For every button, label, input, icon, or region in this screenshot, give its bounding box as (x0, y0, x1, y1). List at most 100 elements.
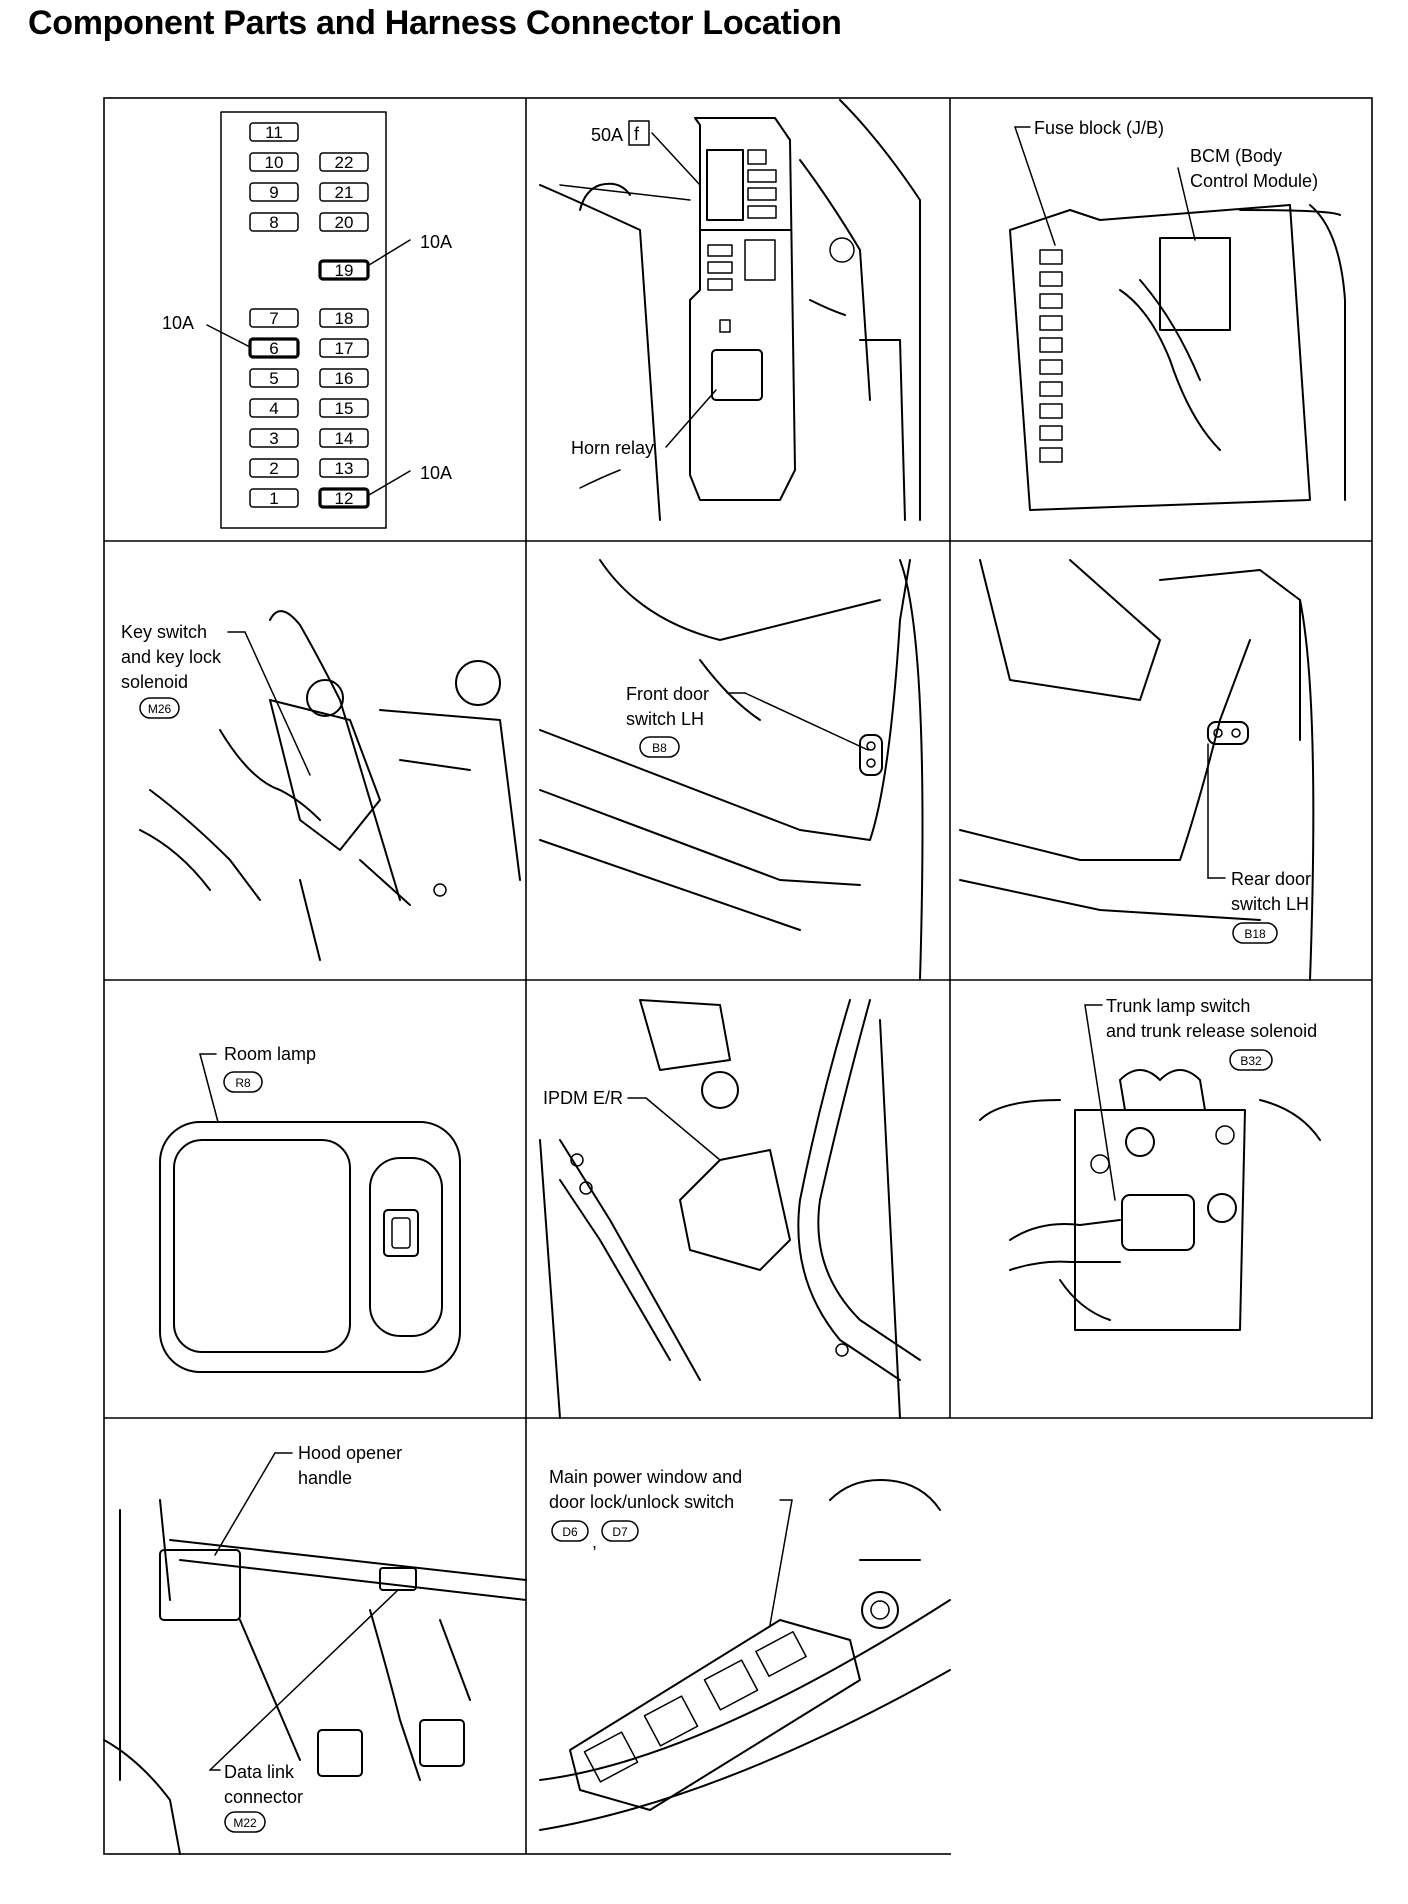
key-switch-line1: Key switch (121, 622, 207, 642)
fuse-number: 16 (335, 369, 354, 388)
fuse-number: 21 (335, 183, 354, 202)
fuse-slot (249, 428, 299, 448)
rear-door-line1: Rear door (1231, 869, 1311, 889)
jb-fuse-slot (1039, 293, 1063, 309)
fuse-slot (249, 368, 299, 388)
jb-fuse-slot (1039, 315, 1063, 331)
fuse-slot (318, 487, 370, 509)
fuse-number: 5 (269, 369, 278, 388)
key-switch-line2: and key lock (121, 647, 222, 667)
jb-slots (1039, 249, 1063, 463)
fuse-number: 6 (269, 339, 278, 358)
fuse-number: 11 (265, 123, 283, 142)
connector-r8: R8 (235, 1076, 251, 1090)
fuse-number: 20 (335, 213, 354, 232)
fuse-number: 22 (335, 153, 354, 172)
hood-opener-line2: handle (298, 1468, 352, 1488)
fuse-slot (319, 212, 369, 232)
fuse-number: 3 (269, 429, 278, 448)
bcm-label-line1: BCM (Body (1190, 146, 1282, 166)
fuse-12-rating: 10A (420, 463, 452, 483)
panel-trunk: Trunk lamp switch and trunk release sole… (979, 996, 1321, 1331)
fuse-50a-label: 50A (591, 125, 623, 145)
fuse-slot (319, 398, 369, 418)
fuse-slot (249, 488, 299, 508)
panel-room-lamp: Room lamp R8 (159, 1044, 461, 1373)
panel-horn-relay: 50A f Horn relay (539, 99, 921, 521)
horn-relay-label: Horn relay (571, 438, 654, 458)
fuse-number: 19 (335, 261, 354, 280)
fuse-slot (319, 152, 369, 172)
fuse-slot (319, 308, 369, 328)
jb-fuse-slot (1039, 403, 1063, 419)
panel-hood-dlc: Hood opener handle Data link connector M… (103, 1443, 527, 1855)
connector-m22: M22 (233, 1816, 257, 1830)
connector-d7: D7 (612, 1525, 628, 1539)
ipdm-label: IPDM E/R (543, 1088, 623, 1108)
panel-bcm: Fuse block (J/B) BCM (Body Control Modul… (1009, 118, 1346, 511)
fuse-slot (249, 122, 299, 142)
panel-key-switch: Key switch and key lock solenoid M26 (121, 610, 521, 961)
bcm-label-line2: Control Module) (1190, 171, 1318, 191)
page-title: Component Parts and Harness Connector Lo… (28, 4, 842, 42)
trunk-label-line1: Trunk lamp switch (1106, 996, 1250, 1016)
fuse-slot (319, 428, 369, 448)
hood-opener-line1: Hood opener (298, 1443, 402, 1463)
panel-power-window: Main power window and door lock/unlock s… (539, 1467, 951, 1831)
fuse-number: 8 (269, 213, 278, 232)
connector-b8: B8 (652, 741, 667, 755)
panel-front-door: Front door switch LH B8 (539, 559, 924, 981)
fuse-6-rating: 10A (162, 313, 194, 333)
key-switch-line3: solenoid (121, 672, 188, 692)
front-door-line2: switch LH (626, 709, 704, 729)
jb-fuse-slot (1039, 337, 1063, 353)
fuse-number: 1 (269, 489, 278, 508)
fuse-letter-f: f (634, 124, 640, 144)
pw-label-line2: door lock/unlock switch (549, 1492, 734, 1512)
jb-fuse-slot (1039, 425, 1063, 441)
fuse-slot (319, 338, 369, 358)
jb-fuse-slot (1039, 249, 1063, 265)
fuse-number: 7 (269, 309, 278, 328)
pw-label-line1: Main power window and (549, 1467, 742, 1487)
dlc-label-line1: Data link (224, 1762, 295, 1782)
front-door-line1: Front door (626, 684, 709, 704)
fuse-number: 14 (335, 429, 354, 448)
jb-fuse-slot (1039, 359, 1063, 375)
room-lamp-label: Room lamp (224, 1044, 316, 1064)
panel-rear-door: Rear door switch LH B18 (959, 559, 1315, 981)
fuse-slot (249, 398, 299, 418)
trunk-label-line2: and trunk release solenoid (1106, 1021, 1317, 1041)
connector-b18: B18 (1244, 927, 1266, 941)
fuse-slot (249, 308, 299, 328)
fuse-number: 2 (269, 459, 278, 478)
fuse-slot (249, 212, 299, 232)
dlc-label-line2: connector (224, 1787, 303, 1807)
rear-door-line2: switch LH (1231, 894, 1309, 914)
fuse-number: 12 (335, 489, 354, 508)
fuse-19-rating: 10A (420, 232, 452, 252)
fuse-slot (249, 182, 299, 202)
fuse-number: 13 (335, 459, 354, 478)
fuse-slot (319, 368, 369, 388)
fuse-slot (248, 337, 300, 359)
fuse-block-jb-label: Fuse block (J/B) (1034, 118, 1164, 138)
fuse-number: 18 (335, 309, 354, 328)
fuse-slot (249, 458, 299, 478)
jb-fuse-slot (1039, 271, 1063, 287)
connector-separator: , (592, 1532, 597, 1552)
connector-b32: B32 (1240, 1054, 1262, 1068)
fuse-slot (318, 259, 370, 281)
panel-grid (103, 97, 1376, 1859)
jb-fuse-slot (1039, 447, 1063, 463)
fuse-slot (319, 182, 369, 202)
fuse-slot (319, 458, 369, 478)
fuse-number: 10 (265, 153, 284, 172)
fuse-number: 17 (335, 339, 354, 358)
fuse-slot (249, 152, 299, 172)
panel-ipdm: IPDM E/R (539, 999, 921, 1419)
fuse-number: 4 (269, 399, 278, 418)
